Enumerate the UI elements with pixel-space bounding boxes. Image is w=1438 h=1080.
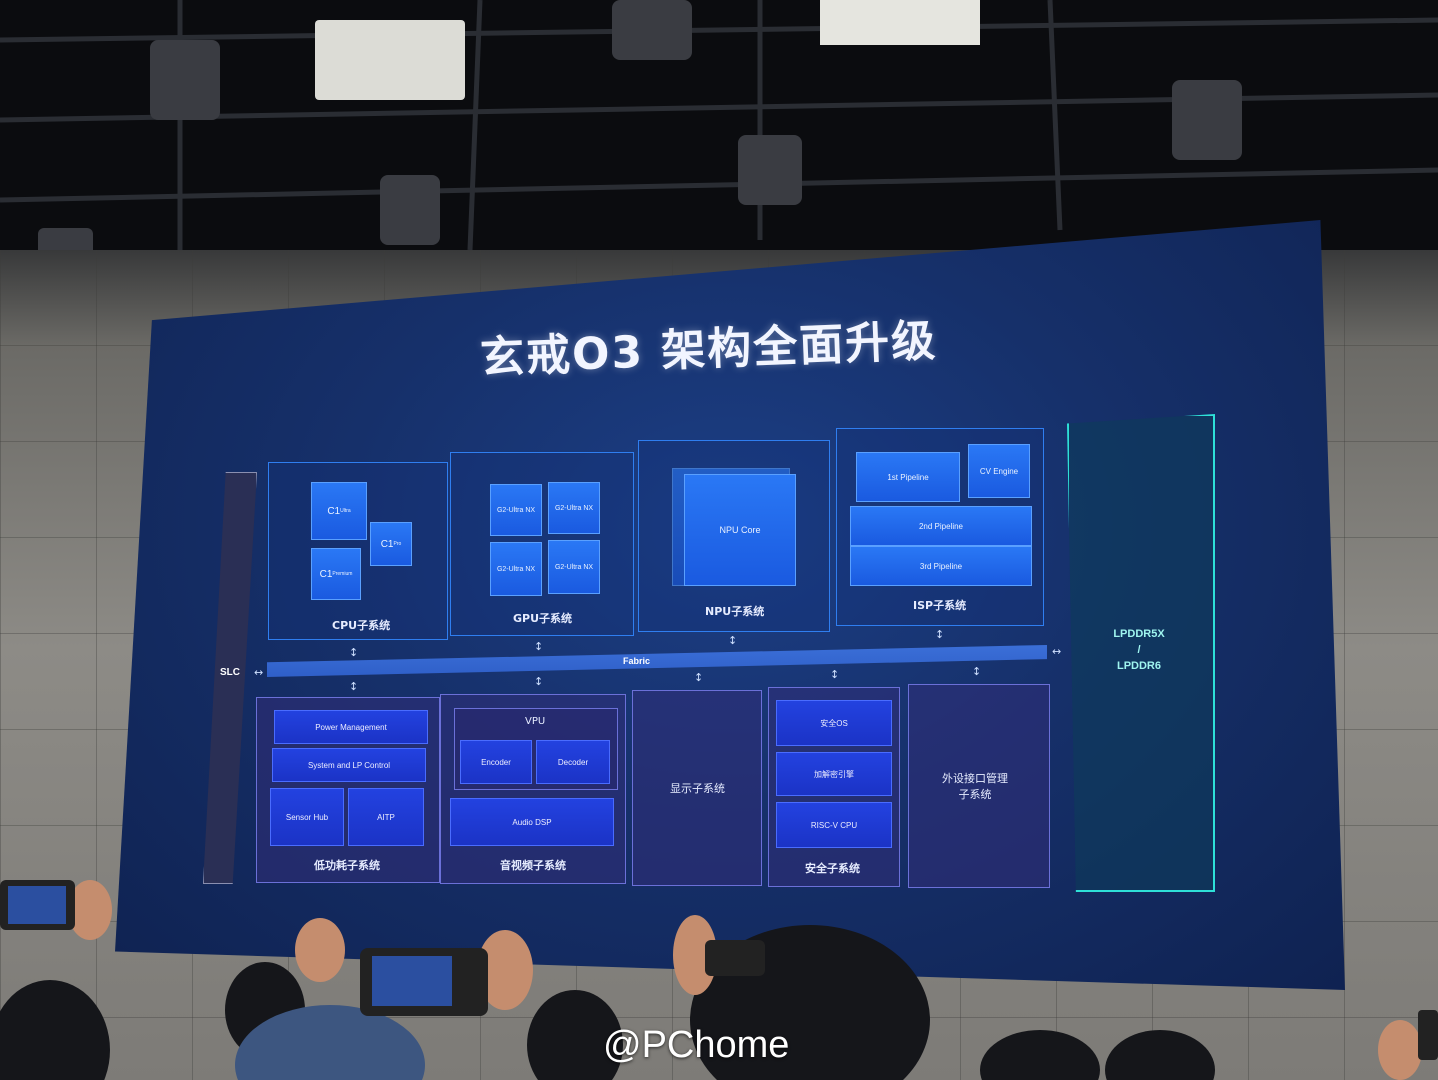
vpu-label: VPU — [525, 716, 546, 727]
ceiling-truss — [0, 0, 1438, 250]
connector-arrow: ↕ — [694, 671, 704, 684]
gpu-core: G2-Ultra NX — [548, 540, 600, 594]
connector-arrow: ↕ — [534, 675, 544, 688]
decoder-block: Decoder — [536, 740, 610, 784]
isp-pipeline-2: 2nd Pipeline — [850, 506, 1032, 546]
connector-arrow: ↕ — [972, 665, 982, 678]
isp-subsystem-label: ISP子系统 — [913, 599, 967, 612]
phones — [0, 880, 1438, 1060]
stage-light-fixtures — [38, 0, 1242, 250]
connector-arrow: ↕ — [349, 646, 359, 659]
slc-label: SLC — [220, 667, 240, 678]
fabric-label: Fabric — [623, 656, 651, 666]
isp-pipeline-3: 3rd Pipeline — [850, 546, 1032, 586]
gpu-core: G2-Ultra NX — [548, 482, 600, 534]
gpu-subsystem-label: GPU子系统 — [513, 612, 573, 625]
connector-arrow: ↕ — [935, 628, 945, 641]
aitp-block: AITP — [348, 788, 424, 846]
gpu-subsystem — [450, 452, 634, 636]
risc-v-cpu-block: RISC-V CPU — [776, 802, 892, 848]
connector-arrow: ↕ — [830, 668, 840, 681]
gpu-core: G2-Ultra NX — [490, 542, 542, 596]
memory-label-line3: LPDDR6 — [1116, 660, 1161, 672]
fabric-bus — [267, 645, 1047, 677]
slc-bar — [203, 472, 257, 884]
audio-dsp-block: Audio DSP — [450, 798, 614, 846]
sensor-hub-block: Sensor Hub — [270, 788, 344, 846]
peripheral-label-line1: 外设接口管理 — [942, 772, 1008, 785]
encoder-block: Encoder — [460, 740, 532, 784]
isp-pipeline-1: 1st Pipeline — [856, 452, 960, 502]
npu-core: NPU Core — [684, 474, 796, 586]
connector-arrow: ↕ — [534, 640, 544, 653]
display-subsystem-label: 显示子系统 — [670, 782, 725, 795]
peripheral-label-line2: 子系统 — [958, 788, 992, 801]
power-management-block: Power Management — [274, 710, 428, 744]
peripheral-subsystem — [908, 684, 1050, 888]
connector-arrow-horizontal: ↔ — [1052, 645, 1062, 658]
peripheral-subsystem-label: 外设接口管理 子系统 — [942, 771, 1008, 803]
gpu-core: G2-Ultra NX — [490, 484, 542, 536]
memory-label: LPDDR5X / LPDDR6 — [1108, 626, 1170, 674]
av-subsystem-label: 音视频子系统 — [500, 859, 566, 872]
npu-subsystem-label: NPU子系统 — [705, 605, 765, 618]
audience-crowd — [0, 880, 1438, 1080]
memory-label-line1: LPDDR5X — [1113, 628, 1165, 640]
watermark: @PChome — [603, 1024, 790, 1066]
secure-os-block: 安全OS — [776, 700, 892, 746]
low-power-subsystem-label: 低功耗子系统 — [314, 859, 380, 872]
connector-arrow: ↕ — [349, 680, 359, 693]
connector-arrow-horizontal: ↔ — [254, 666, 264, 679]
system-lp-control-block: System and LP Control — [272, 748, 426, 782]
memory-label-line2: / — [1137, 644, 1141, 656]
cpu-subsystem-label: CPU子系统 — [332, 619, 391, 632]
security-subsystem-label: 安全子系统 — [805, 862, 860, 875]
connector-arrow: ↕ — [728, 634, 738, 647]
crypto-engine-block: 加解密引擎 — [776, 752, 892, 796]
isp-cv-engine: CV Engine — [968, 444, 1030, 498]
hands — [68, 880, 1422, 1080]
display-subsystem — [632, 690, 762, 886]
